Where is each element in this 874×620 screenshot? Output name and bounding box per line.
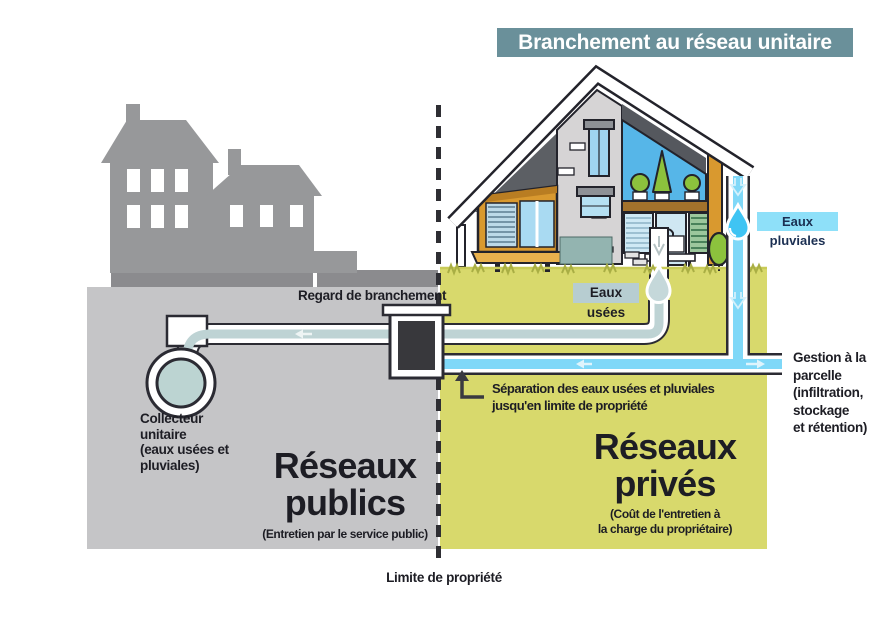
- grass-tufts: [440, 262, 767, 276]
- parcel-management-note: Gestion à la parcelle (infiltration, sto…: [793, 349, 867, 437]
- public-zone-title-line2: publics: [284, 482, 406, 523]
- gable-window: [583, 119, 615, 177]
- collector-label-line4: pluviales): [140, 457, 200, 473]
- manhole-label: Regard de branchement: [298, 288, 447, 303]
- separation-note: Séparation des eaux usées et pluviales j…: [492, 381, 715, 414]
- parcel-note-line3: (infiltration,: [793, 385, 864, 400]
- private-zone-subtitle-line1: (Coût de l'entretien à: [609, 507, 721, 521]
- waste-drop-icon: [645, 262, 672, 304]
- house-illustration: [447, 64, 755, 279]
- separation-note-line1: Séparation des eaux usées et pluviales: [492, 381, 715, 396]
- collector-label: Collecteur unitaire (eaux usées et pluvi…: [140, 411, 229, 473]
- private-zone-title-line1: Réseaux: [593, 426, 737, 467]
- bush: [707, 231, 731, 271]
- collector-label-line3: (eaux usées et: [140, 442, 229, 457]
- parcel-note-line4: stockage: [793, 402, 850, 418]
- waste-water-tag: Eaux usées: [573, 283, 639, 320]
- flow-arrow-left-icon: [295, 329, 312, 339]
- street-surface: [111, 270, 438, 287]
- unitary-collector: [145, 314, 240, 419]
- buildings-silhouette: [101, 104, 357, 273]
- property-limit-label: Limite de propriété: [386, 570, 502, 585]
- title-banner: Branchement au réseau unitaire: [497, 28, 853, 57]
- separation-note-line2: jusqu'en limite de propriété: [492, 397, 648, 413]
- private-zone-title: Réseaux privés (Coût de l'entretien à la…: [555, 428, 775, 537]
- flow-arrow-left-icon: [576, 359, 592, 369]
- collector-label-line1: Collecteur: [140, 411, 204, 426]
- flow-arrow-down-icon: [729, 178, 747, 310]
- private-zone-title-line2: privés: [614, 463, 716, 504]
- parcel-note-line2: parcelle: [793, 367, 842, 383]
- rain-water-tag: Eaux pluviales: [757, 212, 838, 248]
- roof: [447, 64, 755, 229]
- rain-drop-icon: [725, 201, 751, 241]
- indoor-plants: [630, 150, 701, 201]
- connection-manhole: [381, 303, 452, 380]
- parcel-note-line5: et rétention): [793, 420, 868, 435]
- private-underground-zone: [440, 268, 767, 549]
- public-zone-title-line1: Réseaux: [273, 445, 417, 486]
- separation-arrow: [455, 370, 484, 399]
- ground-bricks: [624, 251, 648, 266]
- public-zone-subtitle: (Entretien par le service public): [262, 527, 428, 541]
- building-windows: [127, 169, 303, 228]
- parcel-note-line1: Gestion à la: [793, 350, 866, 365]
- collector-label-line2: unitaire: [140, 426, 187, 442]
- small-window: [576, 186, 615, 218]
- private-zone-subtitle-line2: la charge du propriétaire): [597, 522, 733, 536]
- flow-arrow-right-icon: [746, 359, 765, 369]
- planter-wall: [559, 236, 613, 265]
- public-zone-title: Réseaux publics (Entretien par le servic…: [235, 447, 455, 542]
